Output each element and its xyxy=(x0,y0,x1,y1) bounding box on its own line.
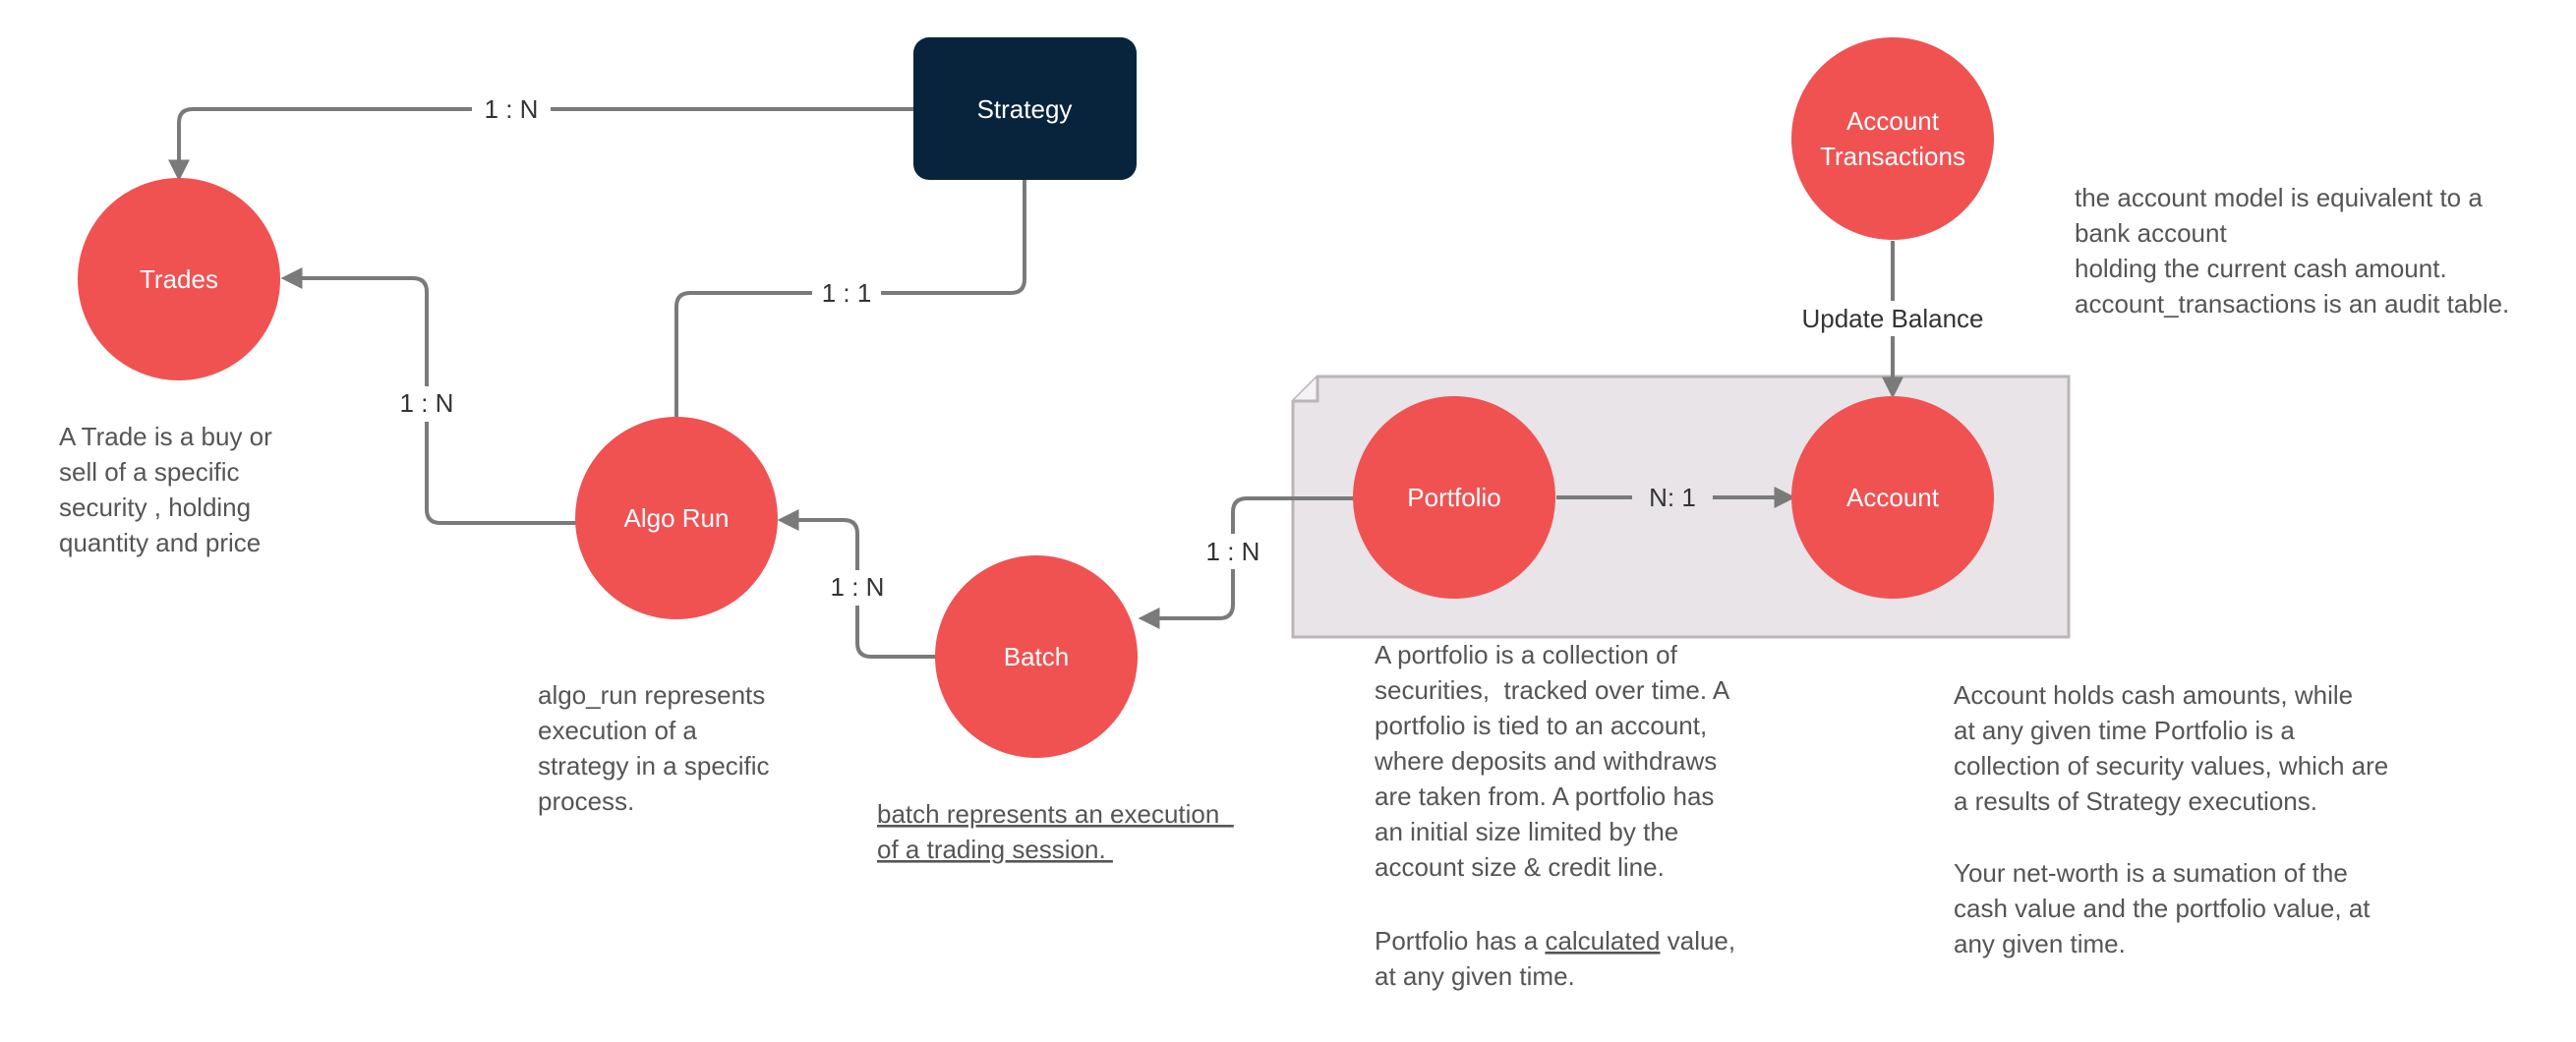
svg-text:Trades: Trades xyxy=(140,264,218,294)
edge-label-update-balance: Update Balance xyxy=(1801,304,1983,333)
edge-label-strategy-trades: 1 : N xyxy=(485,94,539,124)
svg-text:Account: Account xyxy=(1846,106,1940,136)
note-net-worth: Your net-worth is a sumation of the cash… xyxy=(1954,858,2377,958)
node-portfolio[interactable]: Portfolio xyxy=(1353,396,1555,599)
note-trades: A Trade is a buy or sell of a specific s… xyxy=(59,422,279,557)
node-strategy[interactable]: Strategy xyxy=(913,37,1137,180)
note-batch: batch represents an execution of a tradi… xyxy=(877,799,1234,864)
svg-text:Strategy: Strategy xyxy=(977,94,1073,124)
svg-text:Portfolio: Portfolio xyxy=(1407,483,1500,512)
note-account-model: the account model is equivalent to a ban… xyxy=(2075,183,2509,318)
edge-label-strategy-algorun: 1 : 1 xyxy=(822,278,872,308)
node-account-transactions[interactable]: Account Transactions xyxy=(1791,37,1994,240)
svg-text:Transactions: Transactions xyxy=(1820,142,1965,171)
note-portfolio-value: Portfolio has a calculated value, at any… xyxy=(1375,926,1735,991)
calculated-emphasis: calculated xyxy=(1545,926,1660,955)
note-algo-run: algo_run represents execution of a strat… xyxy=(538,680,777,816)
edge-label-portfolio-batch: 1 : N xyxy=(1206,537,1260,566)
node-batch[interactable]: Batch xyxy=(935,555,1138,758)
edge-label-batch-algorun: 1 : N xyxy=(831,572,885,602)
svg-text:Algo Run: Algo Run xyxy=(624,503,730,533)
edge-label-algorun-trades: 1 : N xyxy=(400,388,454,418)
svg-text:Batch: Batch xyxy=(1004,642,1070,671)
node-account[interactable]: Account xyxy=(1791,396,1994,599)
note-portfolio: A portfolio is a collection of securitie… xyxy=(1374,640,1730,882)
note-account-cash: Account holds cash amounts, while at any… xyxy=(1954,680,2395,816)
edge-label-portfolio-account: N: 1 xyxy=(1649,483,1696,512)
group-corner-fold xyxy=(1293,376,1319,403)
svg-text:Account: Account xyxy=(1846,483,1940,512)
node-trades[interactable]: Trades xyxy=(78,178,280,380)
node-algo-run[interactable]: Algo Run xyxy=(575,417,778,619)
edge-strategy-trades xyxy=(168,107,913,182)
